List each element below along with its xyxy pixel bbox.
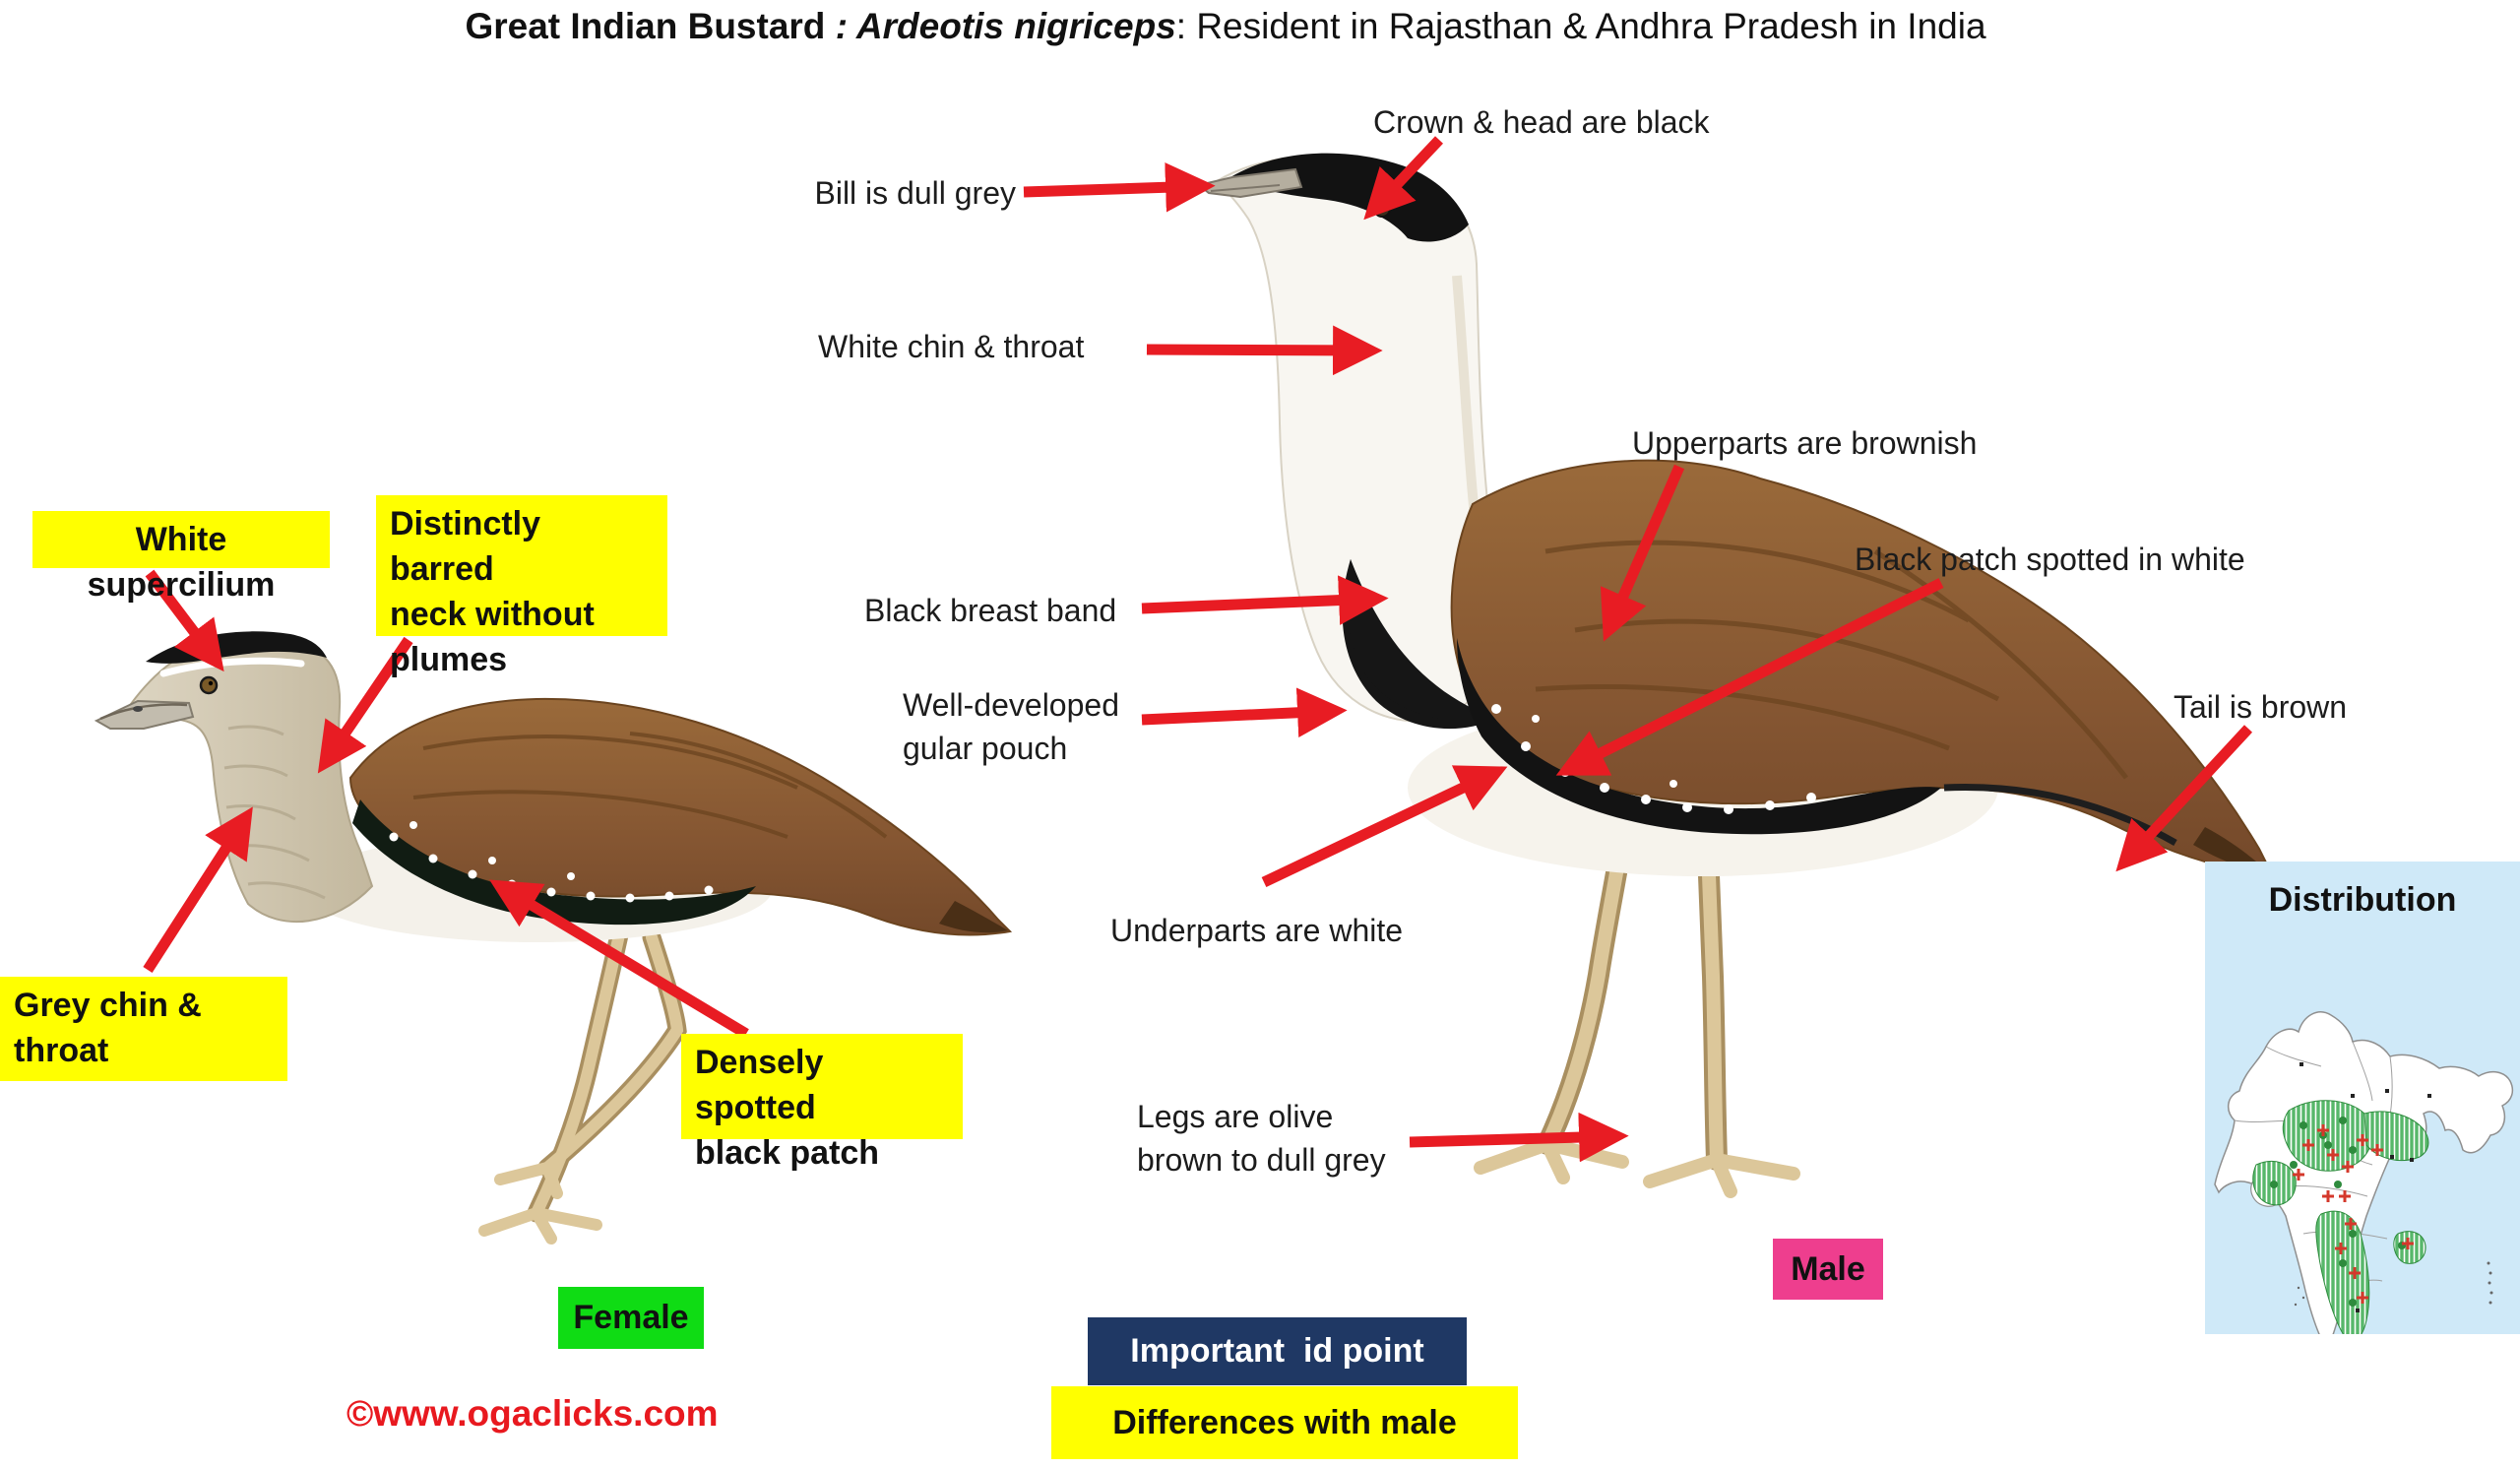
- arrow-underparts: [1261, 765, 1508, 887]
- male-badge: Male: [1773, 1239, 1883, 1300]
- label-breast-band: Black breast band: [864, 593, 1117, 628]
- label-gular-pouch: Well-developed gular pouch: [903, 687, 1119, 766]
- arrow-barred-neck: [317, 636, 413, 774]
- title-common-name: Great Indian Bustard: [465, 6, 836, 46]
- legend-differences-with-male: Differences with male: [1051, 1386, 1518, 1459]
- arrow-crown: [1363, 136, 1443, 221]
- arrow-legs: [1409, 1112, 1629, 1163]
- female-eye: [199, 675, 219, 695]
- legend-important-id-point: Important id point: [1088, 1317, 1467, 1385]
- arrow-grey-chin: [143, 806, 253, 973]
- male-spotted-patch: [1457, 638, 1941, 835]
- female-bill: [94, 699, 195, 730]
- label-chin: White chin & throat: [818, 329, 1085, 364]
- highlight-label-barred-neck: Distinctly barred neck without plumes: [376, 495, 667, 678]
- distribution-panel: [2205, 862, 2520, 1334]
- arrow-bill: [1023, 161, 1216, 213]
- copyright-text: ©www.ogaclicks.com: [346, 1393, 719, 1434]
- highlight-label-spotted-patch: Densely spotted black patch: [681, 1034, 963, 1172]
- distribution-title: Distribution: [2268, 881, 2457, 919]
- label-underparts: Underparts are white: [1110, 913, 1404, 948]
- arrow-chin: [1146, 325, 1383, 376]
- arrow-supercilium: [145, 569, 224, 672]
- female-badge: Female: [558, 1287, 704, 1349]
- annotation-arrows: [143, 136, 2253, 1163]
- title-scientific-name: : Ardeotis nigriceps: [835, 6, 1176, 46]
- highlight-label-supercilium: White supercilium: [32, 511, 330, 604]
- label-crown: Crown & head are black: [1373, 104, 1710, 140]
- label-black-patch: Black patch spotted in white: [1855, 542, 2245, 577]
- label-tail: Tail is brown: [2174, 689, 2348, 725]
- page-title: Great Indian Bustard : Ardeotis nigricep…: [374, 6, 2077, 47]
- highlight-label-grey-chin: Grey chin & throat: [0, 977, 287, 1081]
- label-bill: Bill is dull grey: [814, 175, 1016, 211]
- label-upperparts: Upperparts are brownish: [1632, 425, 1978, 461]
- arrow-gular-pouch: [1141, 687, 1348, 738]
- label-legs: Legs are olive brown to dull grey: [1137, 1099, 1386, 1178]
- arrow-spotted-patch: [489, 879, 749, 1039]
- arrow-black-patch: [1555, 578, 1944, 776]
- arrow-breast-band: [1141, 575, 1389, 625]
- india-distribution-map: [2205, 862, 2520, 1334]
- title-range-text: : Resident in Rajasthan & Andhra Pradesh…: [1175, 6, 1986, 46]
- arrow-tail: [2115, 725, 2253, 872]
- male-bird-illustration: [1196, 153, 2274, 1198]
- arrow-upperparts: [1600, 464, 1685, 642]
